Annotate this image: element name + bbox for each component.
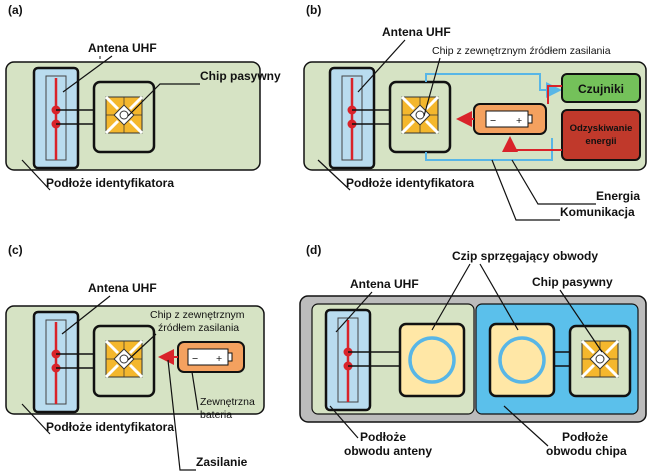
panel-c-battery-plus: + <box>216 353 222 365</box>
panel-c: (c) − + Antena UHF Chip z zewnętrznym źr… <box>5 243 265 471</box>
panel-d-coupling-label: Czip sprzęgający obwody <box>452 249 598 263</box>
panel-b-harvest <box>561 109 641 161</box>
panel-b-chip-label: Chip z zewnętrznym źródłem zasilania <box>432 45 611 57</box>
panel-c-chip-label-1: Chip z zewnętrznym <box>150 309 245 321</box>
panel-b-energy-label: Energia <box>596 189 640 203</box>
panel-c-chip-icon <box>104 339 144 379</box>
panel-a-substrate-label: Podłoże identyfikatora <box>46 176 174 190</box>
panel-d-coupling-right <box>488 322 556 398</box>
panel-d-tag: (d) <box>306 243 321 257</box>
panel-d-chip-sub-2: obwodu chipa <box>546 444 627 458</box>
panel-b-battery-minus: − <box>490 115 496 127</box>
panel-a-tag: (a) <box>8 3 23 17</box>
panel-d-antenna-label: Antena UHF <box>350 277 419 291</box>
panel-c-antenna-label: Antena UHF <box>88 281 157 295</box>
panel-c-substrate-label: Podłoże identyfikatora <box>46 420 174 434</box>
panel-b-substrate-label: Podłoże identyfikatora <box>346 176 474 190</box>
panel-a-chip-icon <box>104 95 144 135</box>
panel-c-chip-label-2: źródłem zasilania <box>158 322 239 334</box>
panel-d-chip-sub-1: Podłoże <box>562 430 608 444</box>
panel-b-tag: (b) <box>306 3 321 17</box>
panel-d-chip-icon <box>580 339 620 379</box>
panel-c-battery-label-1: Zewnętrzna <box>200 396 255 408</box>
panel-d-antenna-sub-2: obwodu anteny <box>344 444 432 458</box>
panel-d-coupling-left <box>398 322 466 398</box>
panel-b-battery-plus: + <box>516 115 522 127</box>
panel-c-tag: (c) <box>8 243 23 257</box>
panel-b-comm-label: Komunikacja <box>560 205 635 219</box>
panel-a-antenna <box>32 66 80 170</box>
panel-b-sensors <box>561 73 641 103</box>
panel-b-chip-icon <box>400 95 440 135</box>
panel-c-battery-minus: − <box>192 353 198 365</box>
panel-b-antenna-label: Antena UHF <box>382 25 451 39</box>
panel-d-chip-label: Chip pasywny <box>532 275 613 289</box>
panel-a: (a) Antena UHF Chip pasywny Podłoże iden… <box>5 3 281 191</box>
panel-b-harvest-label-2: energii <box>585 136 616 147</box>
panel-b-antenna <box>328 66 376 170</box>
panel-c-power-label: Zasilanie <box>196 455 248 469</box>
panel-c-battery-label-2: bateria <box>200 409 232 421</box>
panel-a-antenna-label: Antena UHF <box>88 41 157 55</box>
panel-b-harvest-label-1: Odzyskiwanie <box>570 123 633 134</box>
panel-d-antenna-sub-1: Podłoże <box>360 430 406 444</box>
panel-b: (b) − + Czujniki Odzyskiwanie energii An… <box>303 3 647 221</box>
panel-a-chip-label: Chip pasywny <box>200 69 281 83</box>
panel-d-antenna <box>324 308 372 412</box>
panel-b-sensors-label: Czujniki <box>578 82 624 96</box>
panel-d: (d) Czip sprzęgający obwody Antena UHF C… <box>299 243 647 458</box>
